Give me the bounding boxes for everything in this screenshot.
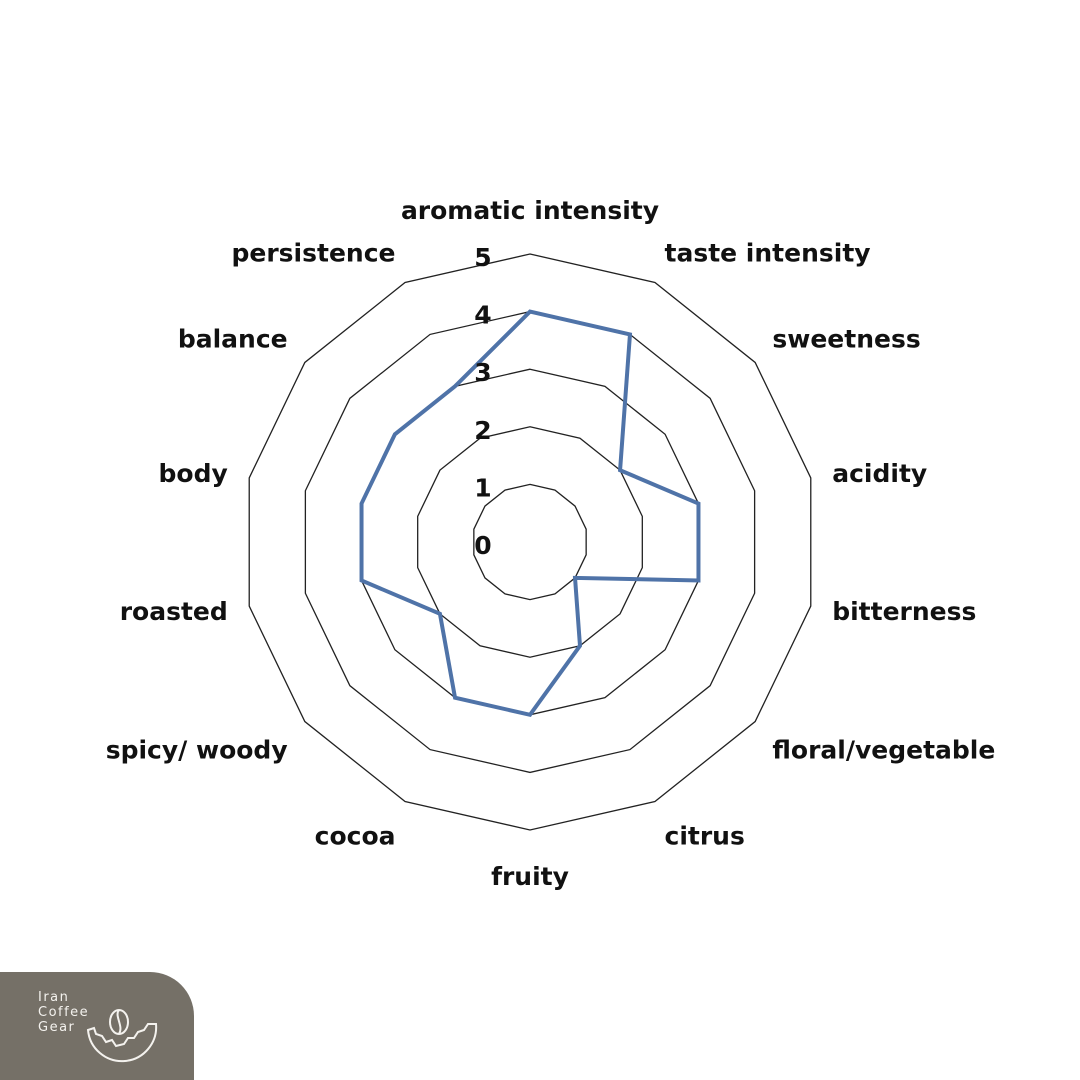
axis-label: cocoa [315, 821, 396, 850]
tick-label-3: 3 [474, 358, 491, 387]
logo-line-1: Iran [38, 990, 70, 1005]
tick-label-5: 5 [474, 243, 491, 272]
tick-label-0: 0 [474, 531, 491, 560]
series-line [359, 309, 701, 718]
axis-label: aromatic intensity [401, 196, 659, 225]
grid-ring-4 [304, 310, 756, 774]
axis-label: persistence [231, 239, 395, 268]
grid-ring-2 [417, 426, 643, 658]
axis-label: sweetness [772, 325, 920, 354]
axis-label: balance [178, 325, 288, 354]
tick-labels: 0 1 2 3 4 5 [474, 243, 491, 560]
grid-ring-5 [248, 253, 812, 831]
axis-label: spicy/ woody [106, 735, 288, 764]
radar-grid [248, 253, 812, 831]
tick-label-2: 2 [474, 416, 491, 445]
gear-bean-icon [86, 1009, 158, 1063]
logo-line-2: Coffee [38, 1005, 90, 1020]
grid-ring-1 [473, 483, 587, 601]
iran-coffee-gear-logo: Iran Coffee Gear [0, 972, 194, 1080]
axis-label: body [159, 459, 228, 488]
axis-label: roasted [120, 597, 228, 626]
axis-label: citrus [665, 821, 745, 850]
axis-label: taste intensity [665, 239, 871, 268]
axis-label: bitterness [832, 597, 976, 626]
tick-label-1: 1 [474, 473, 491, 502]
logo-line-3: Gear [38, 1020, 76, 1035]
axis-label: floral/vegetable [772, 735, 995, 764]
radar-series [359, 309, 701, 718]
axis-label: fruity [491, 862, 569, 891]
axis-label: acidity [832, 459, 927, 488]
logo-text: Iran Coffee Gear [38, 990, 89, 1035]
tick-label-4: 4 [474, 301, 491, 330]
